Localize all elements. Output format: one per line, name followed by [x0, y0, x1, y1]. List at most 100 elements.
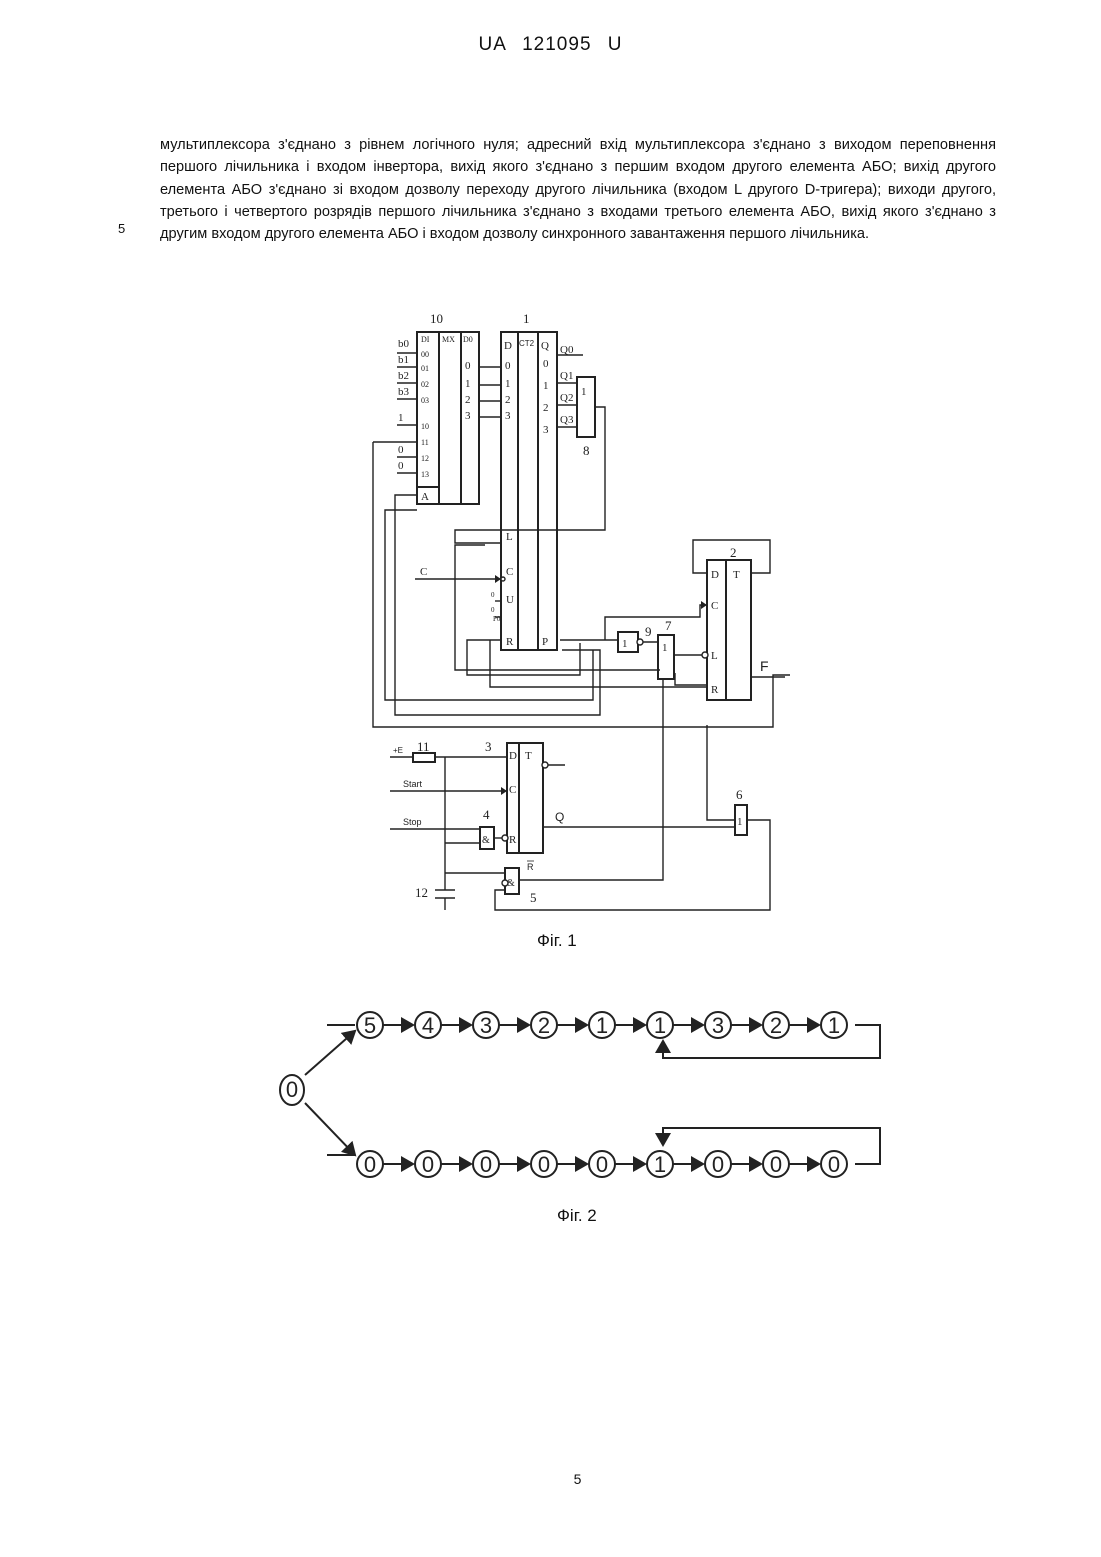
lower-state-node: 0	[357, 1151, 383, 1177]
upper-state-node: 3	[473, 1012, 499, 1038]
mux-header-do: D0	[463, 335, 473, 344]
inverter-9	[618, 632, 638, 652]
output-q0: Q0	[560, 344, 574, 356]
lower-state-label: 0	[364, 1152, 376, 1177]
input-one: 1	[398, 412, 404, 424]
mux-in-11: 11	[421, 438, 429, 447]
mux-in-01: 01	[421, 364, 429, 373]
inverter-symbol: 1	[622, 638, 628, 650]
label-dtrigger-number: 2	[730, 545, 737, 560]
lower-state-label: 0	[828, 1152, 840, 1177]
counter-small-0: 0	[491, 591, 495, 599]
lower-state-label: 0	[480, 1152, 492, 1177]
mux-in-00: 00	[421, 350, 429, 359]
output-q2: Q2	[560, 392, 573, 404]
counter-p: P	[542, 636, 548, 648]
rs-t: T	[525, 750, 532, 762]
counter-in-3: 3	[505, 410, 511, 422]
lower-state-label: 0	[538, 1152, 550, 1177]
output-q3: Q3	[560, 414, 574, 426]
counter-r: R	[506, 636, 514, 648]
line-number: 5	[118, 221, 125, 236]
counter-in-2: 2	[505, 394, 511, 406]
and5-symbol: &	[507, 878, 515, 889]
label-mux-number: 10	[430, 311, 443, 326]
upper-state-label: 2	[770, 1013, 782, 1038]
upper-state-label: 4	[422, 1013, 434, 1038]
lower-state-label: 0	[712, 1152, 724, 1177]
counter-ct2: CT2	[519, 339, 535, 348]
figure2-caption: Фіг. 2	[557, 1206, 597, 1226]
label-or8-number: 8	[583, 443, 590, 458]
upper-state-label: 3	[480, 1013, 492, 1038]
lower-state-node: 1	[647, 1151, 673, 1177]
upper-state-label: 1	[596, 1013, 608, 1038]
paragraph-text: мультиплексора з'єднано з рівнем логічно…	[160, 134, 996, 245]
lower-state-node: 0	[705, 1151, 731, 1177]
claims-paragraph: мультиплексора з'єднано з рівнем логічно…	[160, 134, 996, 245]
mux-in-13: 13	[421, 470, 429, 479]
or8-symbol: 1	[581, 386, 587, 398]
dtrigger-c: C	[711, 600, 718, 612]
upper-state-label: 1	[828, 1013, 840, 1038]
dtrigger-l: L	[711, 650, 718, 662]
output-q1: Q1	[560, 370, 573, 382]
label-cap-number: 12	[415, 885, 428, 900]
or7-symbol: 1	[662, 642, 668, 654]
input-zero-a: 0	[398, 444, 404, 456]
counter-q: Q	[541, 340, 549, 352]
label-inv-number: 9	[645, 624, 652, 639]
mux-out-1: 1	[465, 378, 471, 390]
upper-state-node: 3	[705, 1012, 731, 1038]
input-zero-b: 0	[398, 460, 404, 472]
input-b3: b3	[398, 386, 410, 398]
upper-state-label: 5	[364, 1013, 376, 1038]
page-number: 5	[0, 1471, 1101, 1487]
counter-out-0: 0	[543, 358, 549, 370]
upper-state-label: 3	[712, 1013, 724, 1038]
label-or6-number: 6	[736, 787, 743, 802]
start-state-label: 0	[286, 1077, 298, 1102]
upper-state-node: 1	[821, 1012, 847, 1038]
mux-in-02: 02	[421, 380, 429, 389]
upper-state-node: 2	[531, 1012, 557, 1038]
rs-c: C	[509, 784, 516, 796]
label-and4-number: 4	[483, 807, 490, 822]
label-resistor-number: 11	[417, 739, 430, 754]
input-b1: b1	[398, 354, 409, 366]
rs-d: D	[509, 750, 517, 762]
upper-state-node: 2	[763, 1012, 789, 1038]
upper-state-label: 1	[654, 1013, 666, 1038]
mux-out-2: 2	[465, 394, 471, 406]
signal-r-bar: R	[527, 862, 534, 872]
counter-out-2: 2	[543, 402, 549, 414]
counter-small-1: 0	[491, 606, 495, 614]
counter-out-3: 3	[543, 424, 549, 436]
label-plus-e: +E	[393, 746, 403, 755]
counter-c: C	[506, 566, 513, 578]
label-rstrigger-number: 3	[485, 739, 492, 754]
input-b0: b0	[398, 338, 410, 350]
signal-q: Q	[555, 810, 564, 824]
counter-l: L	[506, 531, 513, 543]
dtrigger-t: T	[733, 569, 740, 581]
lower-state-node: 0	[531, 1151, 557, 1177]
start-state-node: 0	[280, 1075, 304, 1105]
resistor-11	[413, 753, 435, 762]
dtrigger-d: D	[711, 569, 719, 581]
mux-out-0: 0	[465, 360, 471, 372]
signal-c: C	[420, 566, 427, 578]
lower-state-label: 0	[422, 1152, 434, 1177]
lower-state-node: 0	[821, 1151, 847, 1177]
and4-symbol: &	[482, 835, 490, 846]
document-id-header: UA 121095 U	[0, 34, 1101, 56]
mux-in-03: 03	[421, 396, 429, 405]
mux-addr-a: A	[421, 491, 429, 503]
mux-header-di: DI	[421, 335, 430, 344]
mux-out-3: 3	[465, 410, 471, 422]
state-sequence-diagram: 0 543211321 000001000	[265, 995, 895, 1195]
label-stop: Stop	[403, 817, 422, 827]
lower-state-node: 0	[415, 1151, 441, 1177]
mux-header-mx: MX	[442, 335, 455, 344]
signal-f: F	[760, 658, 769, 674]
